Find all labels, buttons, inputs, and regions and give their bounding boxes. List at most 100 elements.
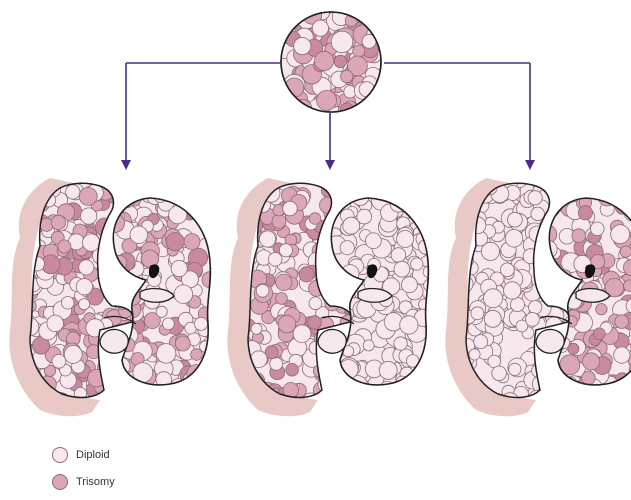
diploid-cell — [324, 259, 335, 270]
diploid-cell — [101, 260, 117, 276]
diploid-cell — [106, 278, 121, 293]
diploid-cell — [528, 191, 542, 205]
diploid-cell — [156, 344, 176, 364]
trisomic-cell — [363, 100, 379, 116]
diploid-cell — [397, 231, 414, 248]
diploid-cell — [201, 197, 219, 215]
diploid-cell — [309, 297, 322, 310]
diploid-cell — [52, 354, 66, 368]
diploid-cell — [200, 195, 219, 214]
trisomic-cell — [188, 207, 200, 219]
diploid-cell — [352, 188, 369, 205]
trisomic-cell — [317, 90, 337, 110]
diploid-cell — [538, 265, 556, 283]
trisomic-cell — [101, 371, 120, 390]
diploid-cell — [551, 376, 568, 393]
trisomic-cell — [113, 385, 131, 403]
diploid-cell — [283, 201, 298, 216]
diploid-cell — [202, 364, 218, 380]
diploid-cell — [363, 4, 381, 22]
diploid-cell — [469, 349, 480, 360]
trisomic-cell — [275, 1, 297, 23]
diploid-cell — [539, 270, 556, 287]
diploid-cell — [357, 209, 372, 224]
diploid-cell — [400, 316, 418, 334]
diploid-cell — [337, 384, 355, 402]
trisomic-cell — [322, 393, 339, 410]
diploid-cell — [532, 364, 546, 378]
diploid-cell — [312, 20, 328, 36]
diploid-cell — [260, 231, 276, 247]
trisomic-cell — [116, 279, 131, 294]
embryo-leg-bud — [536, 329, 564, 353]
diploid-cell — [108, 368, 120, 380]
diploid-cell — [335, 290, 347, 302]
trisomic-cell — [615, 315, 629, 329]
diploid-cell — [627, 377, 631, 389]
diploid-cell — [492, 366, 507, 381]
arrowhead — [525, 160, 535, 170]
trisomic-cell — [276, 274, 292, 290]
trisomic-cell — [578, 206, 592, 220]
diploid-cell — [537, 353, 555, 371]
diploid-cell — [554, 393, 571, 410]
diploid-cell — [323, 362, 338, 377]
trisomic-cell — [371, 96, 392, 117]
diploid-cell — [130, 226, 148, 244]
diploid-cell — [549, 275, 569, 295]
diploid-cell — [529, 301, 542, 314]
diploid-cell — [83, 234, 100, 251]
diploid-cell — [337, 292, 350, 305]
trisomic-cell — [538, 225, 557, 244]
diploid-cell — [500, 263, 514, 277]
diploid-cell — [328, 263, 340, 275]
trisomic-cell — [315, 51, 334, 70]
diploid-cell — [268, 252, 282, 266]
arrowhead — [325, 160, 335, 170]
diploid-cell — [293, 325, 311, 343]
diploid-cell — [332, 185, 351, 204]
diploid-cell — [421, 365, 433, 377]
diploid-cell — [539, 261, 551, 273]
diploid-cell — [474, 335, 488, 349]
diploid-cell — [563, 377, 578, 392]
trisomic-cell — [166, 233, 184, 251]
trisomic-cell — [546, 264, 565, 283]
diploid-cell — [406, 188, 421, 203]
diploid-cell — [379, 361, 397, 379]
diploid-cell — [391, 248, 406, 263]
trisomic-cell — [191, 349, 203, 361]
diploid-cell — [591, 222, 605, 236]
diploid-cell — [471, 307, 484, 320]
diploid-cell — [558, 182, 573, 197]
diploid-cell — [64, 345, 82, 363]
diploid-cell — [322, 265, 338, 281]
diploid-cell — [344, 280, 356, 292]
legend-item-diploid: Diploid — [52, 446, 115, 464]
diploid-cell — [554, 187, 569, 202]
diploid-cell — [126, 186, 142, 202]
diploid-cell — [294, 38, 311, 55]
trisomic-cell — [95, 218, 113, 236]
trisomic-cell — [335, 274, 346, 285]
diploid-cell — [535, 355, 547, 367]
diploid-cell — [558, 278, 573, 293]
trisomic-cell — [572, 229, 586, 243]
diploid-cell — [555, 191, 568, 204]
diploid-cell — [79, 299, 90, 310]
trisomic-cell — [103, 369, 118, 384]
diploid-cell — [509, 363, 521, 375]
diploid-cell — [324, 283, 339, 298]
diploid-cell — [406, 186, 425, 205]
diploid-cell — [194, 317, 207, 330]
diploid-cell — [86, 319, 104, 337]
diploid-cell — [541, 382, 558, 399]
trisomic-cell — [240, 172, 257, 189]
trisomic-cell — [299, 267, 314, 282]
mosaic-zygote — [273, 1, 392, 121]
diploid-cell — [332, 177, 344, 189]
diploid-swatch — [52, 447, 68, 463]
diploid-cell — [539, 241, 557, 259]
diploid-cell — [270, 357, 283, 370]
conceptus-panel-3 — [445, 174, 631, 416]
